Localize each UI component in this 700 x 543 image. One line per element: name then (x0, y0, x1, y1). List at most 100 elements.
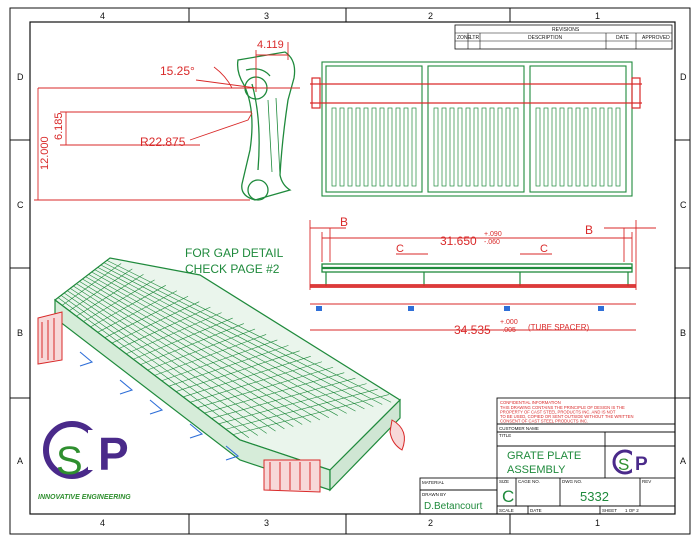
dim-B-right: B (585, 223, 593, 237)
csp-logo: S P INNOVATIVE ENGINEERING (38, 421, 131, 501)
plan-slot (599, 107, 605, 187)
plan-slot (513, 107, 519, 187)
dim-length-bottom: 34.535 (454, 323, 491, 337)
zone-row-left: A (17, 456, 23, 466)
zone-row-right: D (680, 72, 687, 82)
plan-slot (411, 107, 417, 187)
iso-grid-line (76, 274, 144, 317)
iso-tube-spacers (79, 351, 240, 461)
zone-col-top: 1 (595, 11, 600, 21)
plan-slot (347, 107, 353, 187)
top-plan-view (310, 61, 642, 197)
tube-spacer-note: (TUBE SPACER) (528, 323, 590, 332)
side-profile-view: 15.25° 4.119 R22.875 6.185 12.000 (34, 39, 300, 201)
zone-row-left: D (17, 72, 24, 82)
iso-grid-line (90, 285, 166, 328)
iso-grid-line (175, 350, 300, 392)
size-label: SIZE (499, 479, 509, 484)
dim-tol-top-minus: -.060 (484, 239, 500, 246)
dim-C-right: C (540, 243, 548, 255)
dim-12000: 12.000 (39, 136, 51, 170)
confidential-line: CONSENT OF CAST STEEL PRODUCTS INC. (500, 419, 588, 424)
plan-slot (441, 107, 447, 187)
plan-slot (481, 107, 487, 187)
dim-4119: 4.119 (257, 39, 284, 51)
plan-red-bars (310, 77, 642, 109)
dim-C-left: C (396, 243, 404, 255)
plan-slot (473, 107, 479, 187)
gap-note-line1: FOR GAP DETAIL (185, 246, 284, 260)
zone-row-left: C (17, 200, 24, 210)
tube-spacers (316, 306, 604, 311)
zone-col-bottom: 1 (595, 518, 600, 528)
title-label: TITLE (499, 433, 511, 438)
confidential-line: PROPERTY OF CAST STEEL PRODUCTS INC. AND… (500, 410, 616, 415)
grate-elevation-posts (325, 272, 629, 286)
gap-detail-note: FOR GAP DETAIL CHECK PAGE #2 (185, 246, 284, 276)
logo-s-glyph: S (56, 439, 83, 483)
iso-grid-line (154, 334, 267, 376)
title-block: CONFIDENTIAL INFORMATION THIS DRAWING CO… (419, 397, 676, 515)
zone-col-bottom: 3 (264, 518, 269, 528)
zone-row-left: B (17, 328, 23, 338)
zone-row-right: C (680, 200, 687, 210)
iso-grid-line (204, 372, 345, 414)
revisions-title: REVISIONS (552, 27, 580, 33)
elevation-dimensions (309, 220, 656, 331)
isometric-assembly-view (37, 257, 405, 493)
revisions-col-zone: ZONE (457, 35, 472, 41)
plan-slot (489, 107, 495, 187)
plan-slot (465, 107, 471, 187)
zone-labels: 4 3 2 1 4 3 2 1 D C B A D C B A (17, 11, 687, 528)
plan-slot (575, 107, 581, 187)
revisions-col-date: DATE (616, 35, 630, 41)
iso-grid-line (126, 312, 222, 355)
plan-slot (449, 107, 455, 187)
sheet-label: SHEET (602, 508, 617, 513)
iso-grid-line (61, 263, 122, 306)
iso-grid-line (133, 317, 233, 360)
drawn-by-label: DRAWN BY (422, 492, 446, 497)
iso-grid-line (83, 279, 155, 322)
plan-slot (567, 107, 573, 187)
plan-slot (551, 107, 557, 187)
grate-plan-slots (331, 107, 621, 187)
zone-col-top: 2 (428, 11, 433, 21)
iso-grid-line (111, 301, 200, 344)
plan-slot (615, 107, 621, 187)
sheet-value: 1 OF 2 (625, 508, 639, 513)
svg-text:P: P (635, 454, 648, 475)
zone-row-right: A (680, 456, 686, 466)
plan-slot (387, 107, 393, 187)
front-elevation-view: B B C C 31.650 +.090 -.060 34.535 +.000 … (309, 215, 656, 337)
iso-grid-line (97, 290, 178, 333)
confidential-title: CONFIDENTIAL INFORMATION (500, 400, 561, 405)
iso-grid-line (182, 356, 311, 398)
dwg-no-label: DWG NO. (562, 479, 582, 484)
drawing-title-line2: ASSEMBLY (507, 464, 566, 476)
plan-slot (355, 107, 361, 187)
dwg-no-value: 5332 (580, 489, 609, 504)
revisions-table: REVISIONS ZONE LTR DESCRIPTION DATE APPR… (454, 24, 673, 50)
cage-no-label: CAGE NO. (518, 479, 540, 484)
iso-end-rollers (37, 311, 405, 493)
plan-slot (403, 107, 409, 187)
iso-grid-line (140, 323, 244, 365)
drawn-by-value: D.Betancourt (424, 501, 483, 512)
iso-grid-line (168, 345, 289, 387)
plan-slot (559, 107, 565, 187)
revisions-col-ltr: LTR (470, 35, 479, 41)
grate-side-profile (236, 51, 296, 201)
dim-tol-bot-minus: -.005 (500, 327, 516, 334)
dim-B-left: B (340, 215, 348, 229)
zone-row-right: B (680, 328, 686, 338)
dim-angle: 15.25° (160, 64, 195, 78)
iso-grid-line (147, 328, 256, 371)
zone-col-top: 4 (100, 11, 105, 21)
dim-tol-top-plus: +.090 (484, 231, 502, 238)
gap-note-line2: CHECK PAGE #2 (185, 262, 280, 276)
iso-grid-line (232, 394, 389, 435)
plan-slot (497, 107, 503, 187)
customer-name-label: CUSTOMER NAME (499, 426, 539, 431)
iso-grid-line (225, 388, 378, 430)
